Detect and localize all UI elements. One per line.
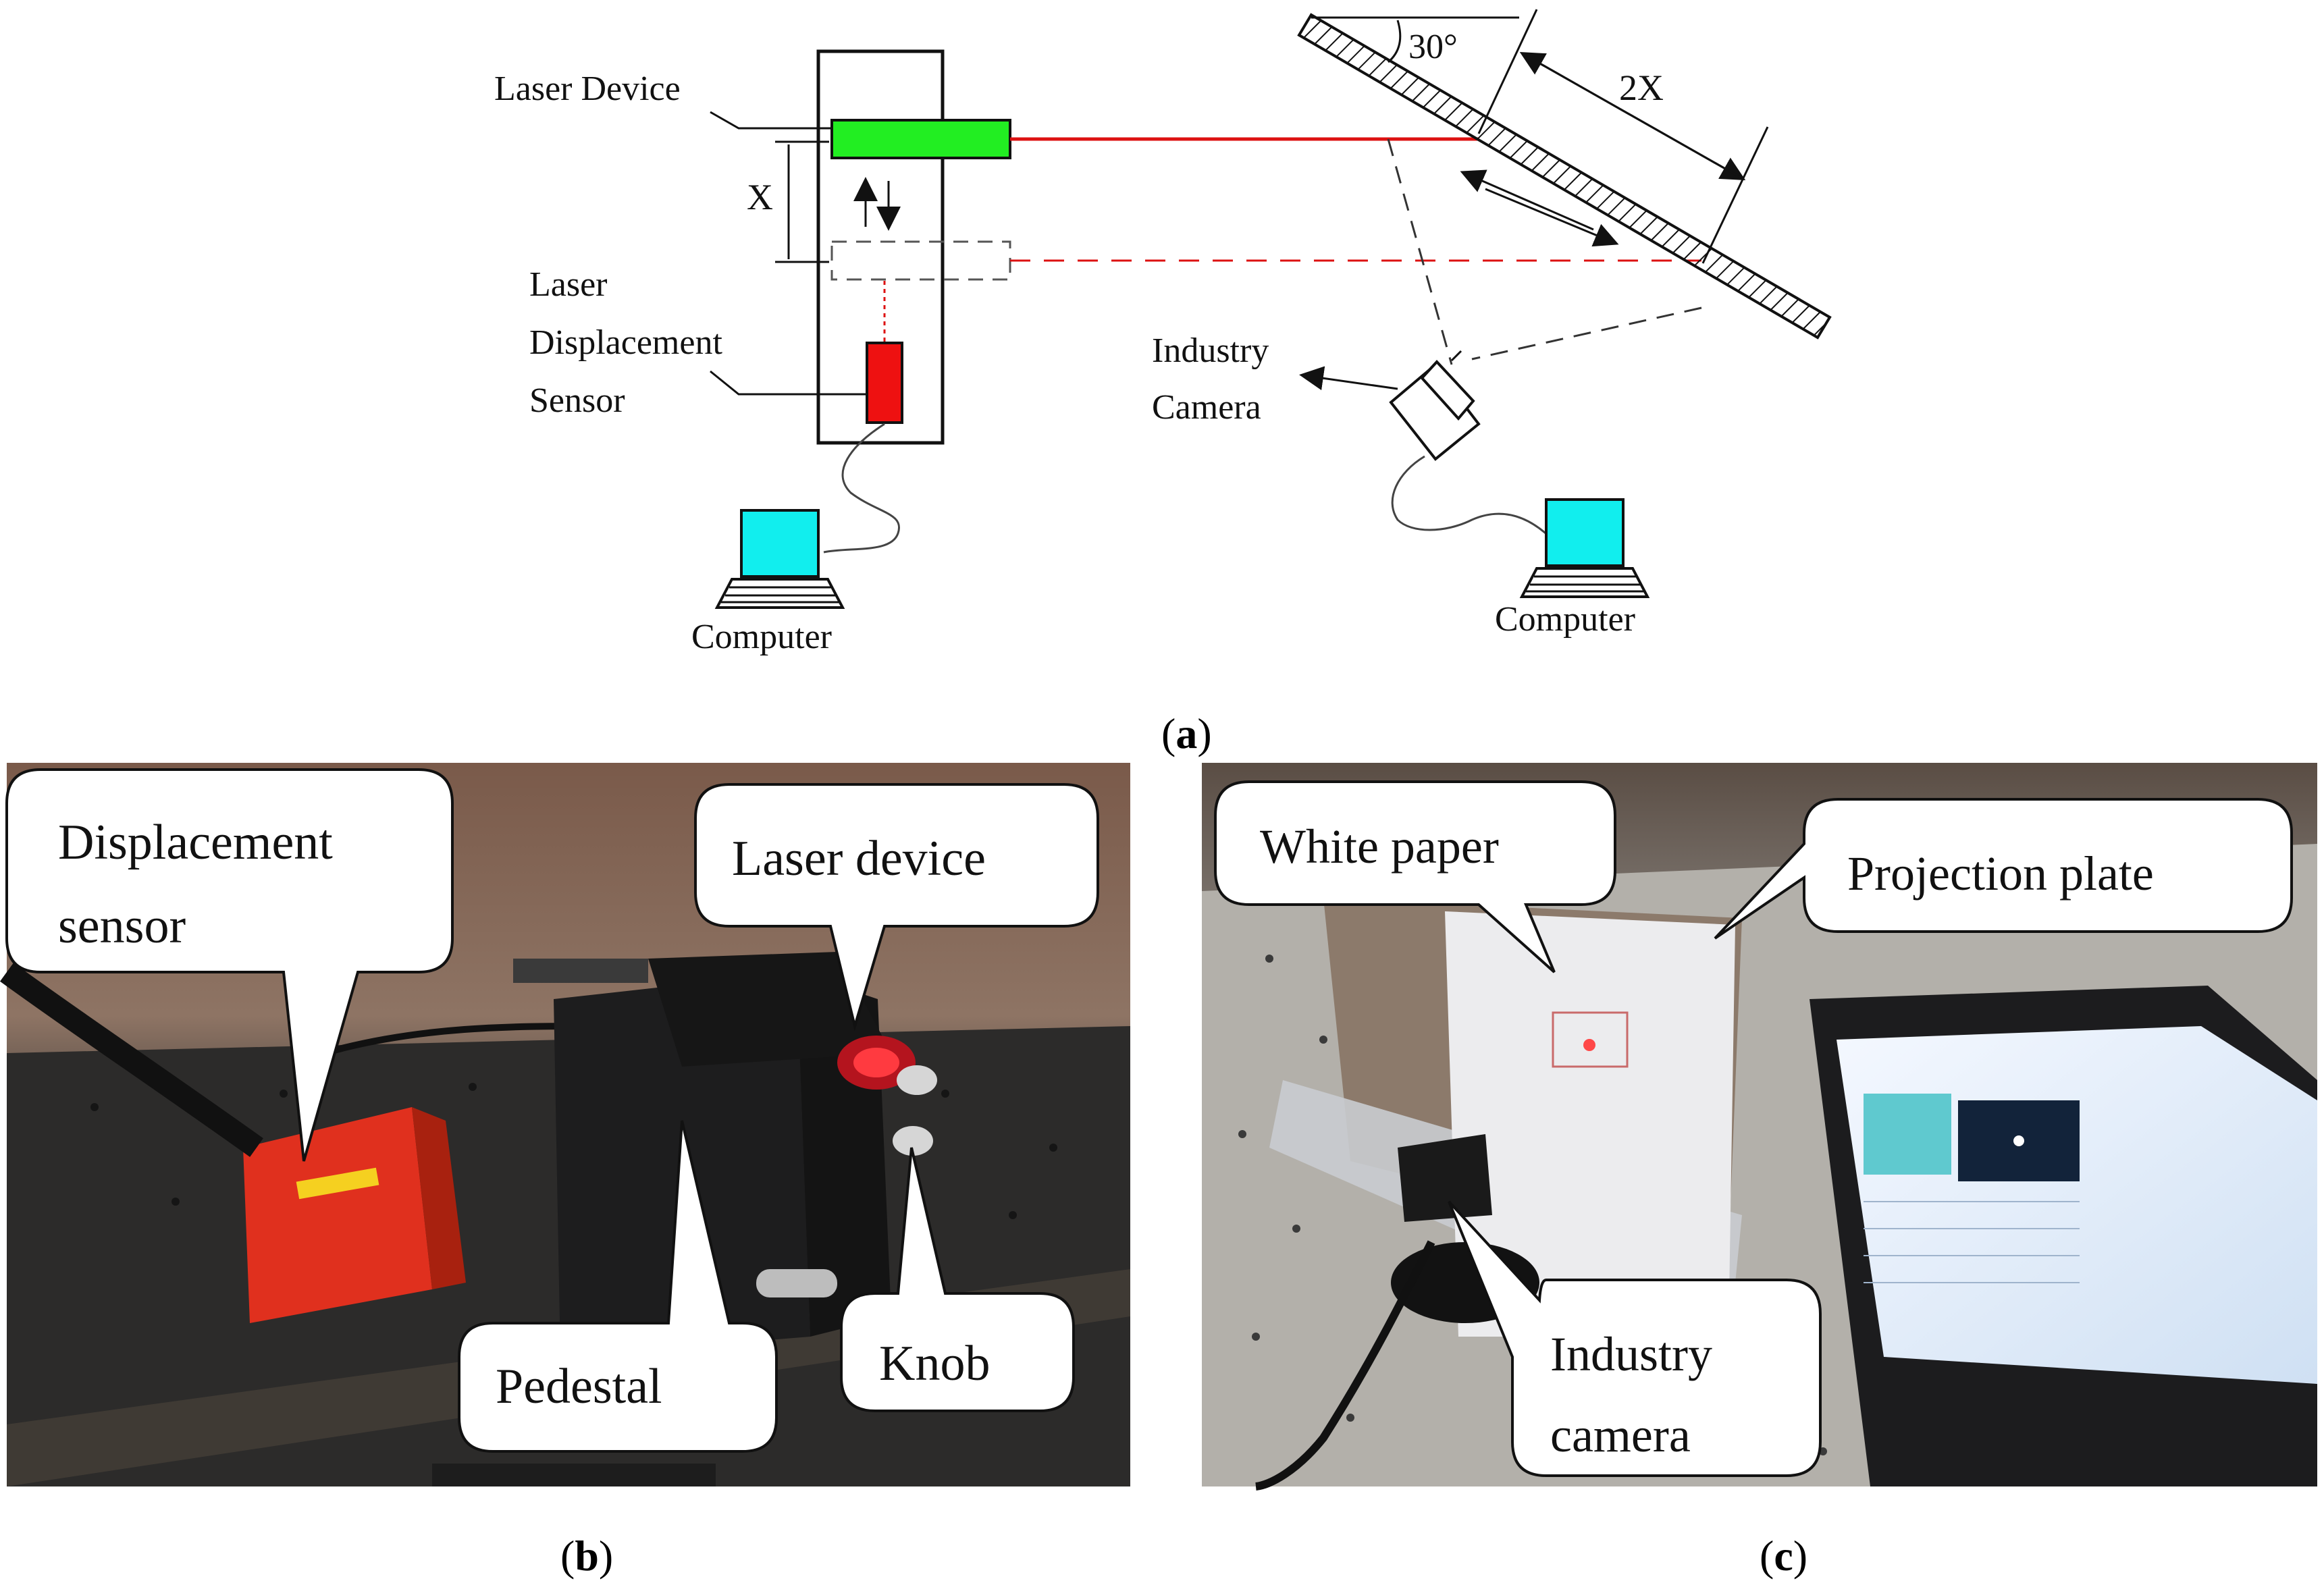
caption-a: (a) <box>1161 709 1212 757</box>
laser-device-lowered-position <box>830 240 1011 281</box>
two-x-label: 2X <box>1619 68 1664 108</box>
callout-displacement-sensor-line2: sensor <box>58 899 186 954</box>
computer-right-label: Computer <box>1495 600 1635 639</box>
sensor-cable <box>823 423 900 554</box>
laser-device-label: Laser Device <box>494 70 681 108</box>
camera-fov-right <box>1471 306 1702 360</box>
caption-b: (b) <box>560 1532 613 1580</box>
panel-a-schematic: X Laser Device Laser Displacement Sensor… <box>494 9 1832 757</box>
projection-plate <box>1297 13 1832 340</box>
sensor-leader <box>710 370 867 396</box>
laser-device-block <box>830 119 1011 159</box>
angle-label: 30° <box>1408 28 1458 66</box>
callout-white-paper-text: White paper <box>1260 820 1499 874</box>
callout-displacement-sensor: Displacement sensor <box>5 768 454 1162</box>
camera-cable <box>1391 455 1554 541</box>
two-x-ext-lower <box>1701 126 1769 264</box>
callout-pedestal: Pedestal <box>458 1120 778 1453</box>
callout-displacement-sensor-line1: Displacement <box>58 815 333 870</box>
laser-device-leader <box>710 111 832 130</box>
sensor-label-line1: Laser <box>529 265 607 304</box>
callout-pedestal-text: Pedestal <box>496 1359 662 1414</box>
computer-left-label: Computer <box>691 618 832 656</box>
callout-industry-camera: Industry camera <box>1448 1200 1822 1477</box>
camera-label-line1: Industry <box>1152 331 1269 370</box>
callout-white-paper: White paper <box>1214 780 1616 973</box>
laser-displacement-sensor-block <box>866 342 903 424</box>
callout-laser-device: Laser device <box>694 783 1099 1031</box>
camera-fov-left <box>1387 138 1453 365</box>
camera-leader <box>1299 366 1398 391</box>
sensor-label-line3: Sensor <box>529 381 625 420</box>
two-x-dim-line-rev <box>1519 52 1743 180</box>
callout-projection-plate-text: Projection plate <box>1847 847 2154 901</box>
industry-camera-icon <box>1389 350 1481 461</box>
x-dim-label: X <box>747 177 773 217</box>
caption-c: (c) <box>1760 1532 1807 1580</box>
angle-arc <box>1388 20 1402 63</box>
callout-industry-camera-line1: Industry <box>1550 1327 1712 1381</box>
callout-projection-plate: Projection plate <box>1714 798 2293 940</box>
callout-laser-device-text: Laser device <box>732 831 986 886</box>
callout-knob-text: Knob <box>879 1336 990 1391</box>
callout-knob: Knob <box>840 1147 1075 1412</box>
camera-label-line2: Camera <box>1152 388 1261 427</box>
plate-move-arrow-up <box>1460 169 1594 231</box>
two-x-ext-upper <box>1477 9 1538 134</box>
plate-move-arrow-down <box>1485 188 1619 247</box>
sensor-label-line2: Displacement <box>529 323 722 362</box>
computer-left-icon <box>714 509 845 609</box>
computer-right-icon <box>1519 498 1650 598</box>
housing-frame <box>816 49 945 445</box>
callout-industry-camera-line2: camera <box>1550 1408 1691 1462</box>
